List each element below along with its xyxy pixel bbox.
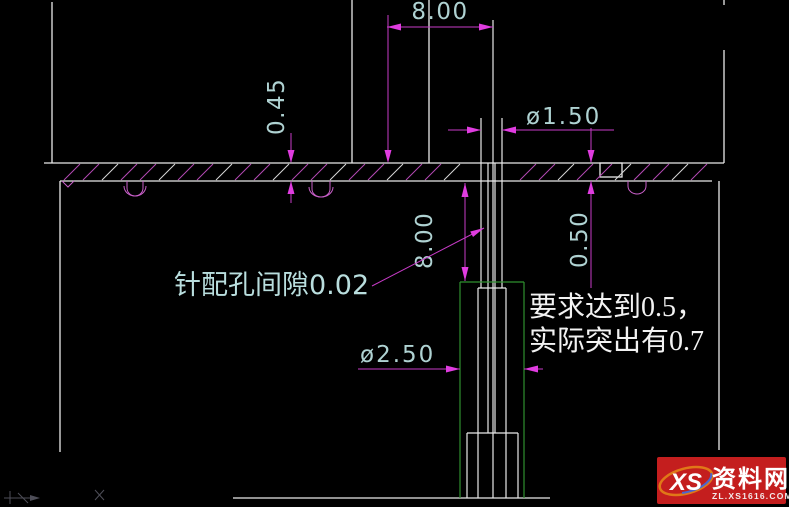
arrow-left-tip [524, 365, 538, 373]
notch-screw-right [627, 181, 647, 195]
arrow-right-tip [467, 126, 481, 134]
hatch-stroke [348, 163, 366, 181]
ucs-icon [4, 489, 105, 504]
hatch-stroke [139, 163, 157, 181]
requirement-note-line1: 要求达到0.5， [529, 291, 704, 323]
sleeve-outline [459, 281, 525, 498]
hatch-stroke [576, 163, 594, 181]
notch-screw-left [126, 181, 144, 197]
requirement-note-line2: 实际突出有0.7 [529, 325, 704, 357]
hatch-stroke [120, 163, 138, 181]
dim-protrusion-text: 0.50 [567, 211, 593, 268]
dim-pin-depth [461, 183, 469, 281]
arrow-right-tip [446, 365, 460, 373]
hatch-stroke [82, 163, 100, 181]
hatch-stroke [158, 163, 176, 181]
hatch-stroke [595, 163, 613, 181]
dim-top-width-text: 8.00 [411, 0, 468, 25]
arrow-up [461, 183, 469, 197]
dim-pin-hole-dia [448, 126, 614, 134]
arrow-right [479, 23, 493, 31]
hatch-stroke [671, 163, 689, 181]
hatch-stroke [367, 163, 385, 181]
arrow-up [587, 181, 595, 194]
arrow-down [587, 150, 595, 163]
hatch-stroke [177, 163, 195, 181]
hatch-stroke [538, 163, 556, 181]
watermark-site-url: ZL.XS1616.COM [712, 491, 789, 501]
watermark-logo: XS 资料网 ZL.XS1616.COM [657, 457, 789, 504]
ucs-x-glyph-2 [94, 489, 105, 501]
arrow-left [387, 23, 401, 31]
arrow-band [384, 150, 392, 163]
hatch-stroke [519, 163, 537, 181]
hatch-stroke [215, 163, 233, 181]
parting-band [44, 162, 724, 182]
hatch-lines [63, 163, 708, 181]
notch-step-left [61, 180, 75, 188]
hatch-stroke [443, 163, 461, 181]
ejector-pin [466, 20, 519, 498]
hatch-stroke [614, 163, 632, 181]
notch-screw-mid [311, 181, 331, 198]
lower-block-outline [59, 181, 720, 499]
hatch-stroke [690, 163, 708, 181]
dim-top-width [384, 15, 493, 163]
hatch-stroke [291, 163, 309, 181]
arrow-down [461, 267, 469, 281]
dim-sleeve-dia-text: ø2.50 [360, 342, 435, 368]
hatch-stroke [196, 163, 214, 181]
arrow-down [287, 150, 295, 163]
leader-clearance-text: 针配孔间隙0.02 [174, 270, 369, 301]
ucs-box [17, 492, 29, 504]
logo-swoosh-blue [659, 465, 713, 495]
hatch-stroke [329, 163, 347, 181]
notch-screw-left-arc [123, 185, 147, 197]
band-insert-detail [599, 162, 623, 178]
hatch-stroke [272, 163, 290, 181]
hatch-stroke [424, 163, 442, 181]
leader-clearance [371, 227, 485, 287]
logo-monogram: XS [668, 469, 702, 496]
hatch-stroke [63, 163, 81, 181]
dim-pin-depth-text: 8.00 [412, 212, 438, 269]
hatch-stroke [557, 163, 575, 181]
leader-line [371, 227, 485, 287]
hatch-stroke [310, 163, 328, 181]
band-notches [61, 180, 647, 198]
hatch-stroke [253, 163, 271, 181]
hatch-stroke [633, 163, 651, 181]
dim-protrusion [587, 128, 595, 288]
dim-pin-hole-dia-text: ø1.50 [526, 104, 601, 130]
dim-left-step [287, 133, 295, 203]
hatch-stroke [101, 163, 119, 181]
notch-screw-mid-arc [308, 186, 334, 198]
hatch-stroke [386, 163, 404, 181]
hatch-stroke [652, 163, 670, 181]
hatch-stroke [234, 163, 252, 181]
arrow-left-tip [502, 126, 516, 134]
leader-arrow [470, 228, 484, 237]
watermark-brand-name: 资料网 [712, 466, 789, 493]
dim-sleeve-dia [358, 365, 543, 373]
ucs-x-arrow [30, 495, 40, 501]
hatch-stroke [405, 163, 423, 181]
arrow-up [287, 181, 295, 194]
dim-left-step-text: 0.45 [264, 78, 290, 135]
